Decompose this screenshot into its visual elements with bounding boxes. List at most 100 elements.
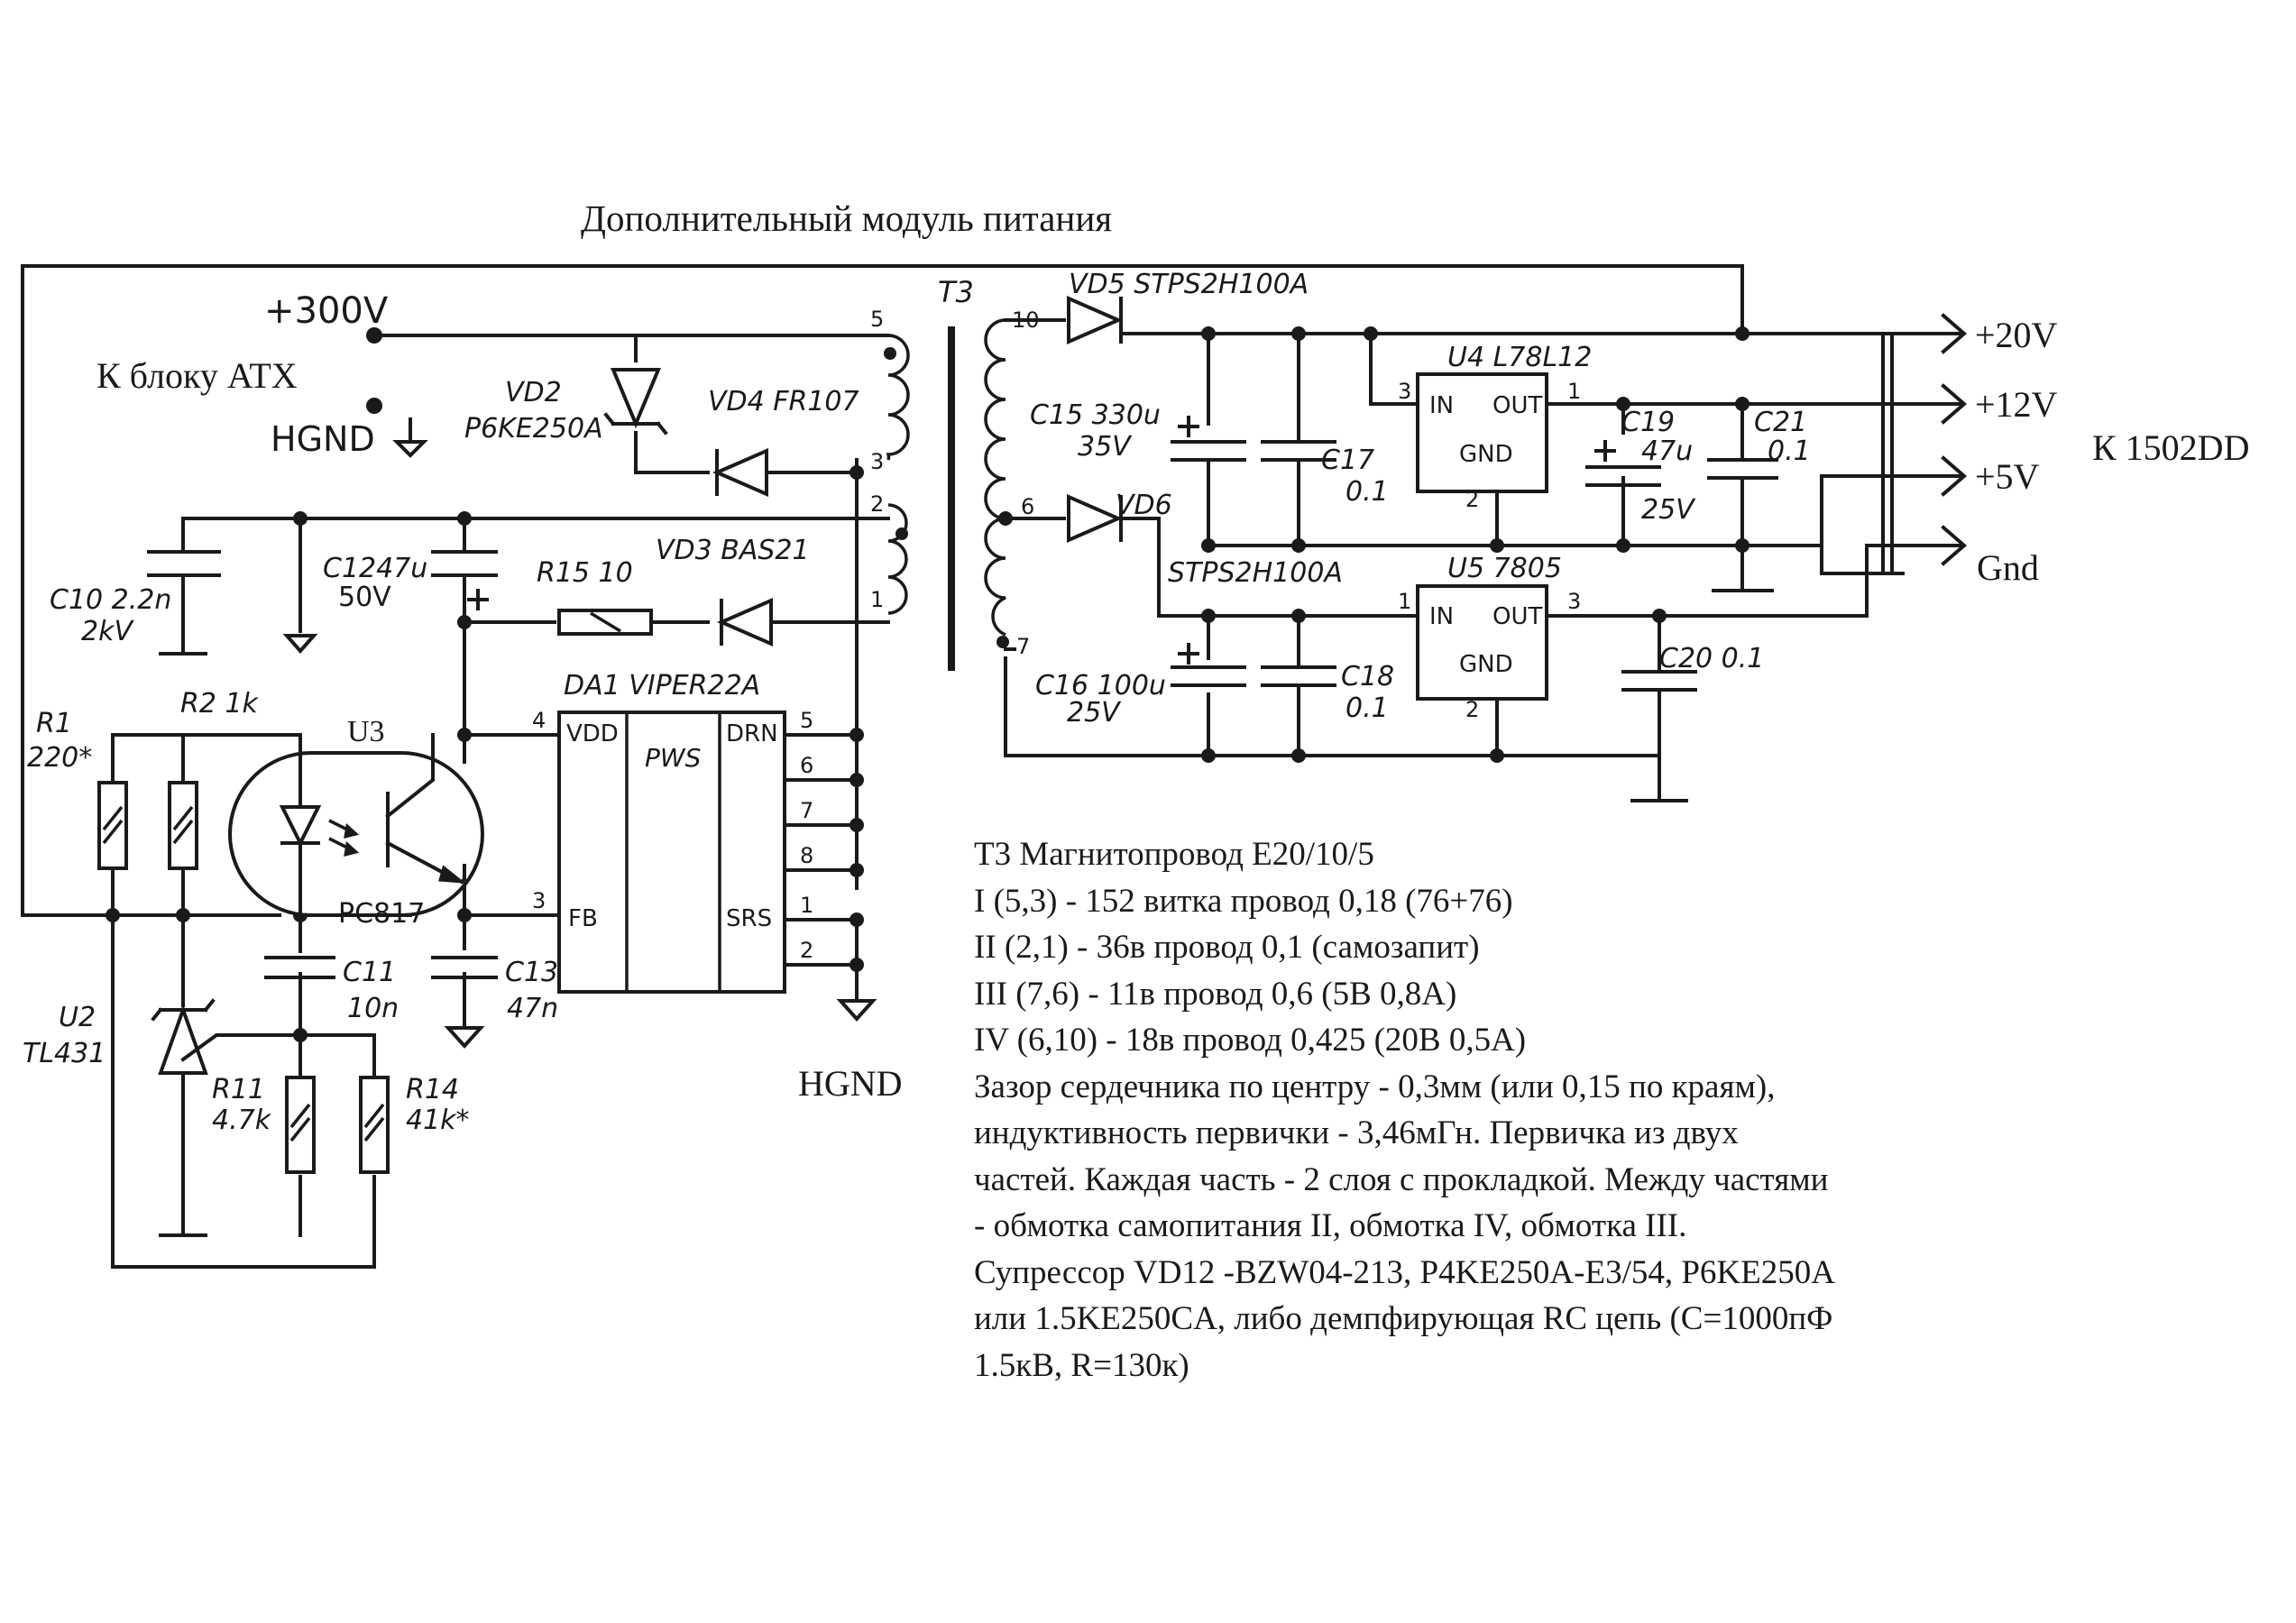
capacitor-c18 [1261,665,1336,687]
resistor-r14 [359,1076,390,1174]
svg-text:4: 4 [532,708,546,733]
label-plus300v: +300V [264,290,389,332]
svg-text:3: 3 [1567,589,1581,614]
capacitor-c16 [1171,643,1246,687]
label-vd3: VD3 BAS21 [656,535,810,566]
label-t3: T3 [938,275,974,309]
label-gnd: Gnd [1977,547,2039,588]
note-line: или 1.5KE250CA, либо демпфирующая RC цеп… [974,1300,1833,1337]
diode-vd4 [712,447,768,498]
shunt-regulator-u2 [151,998,302,1237]
label-c16-voltage: 25V [1067,697,1122,729]
capacitor-c10 [147,550,221,577]
diode-vd6 [1067,493,1124,544]
label-pc817: PC817 [338,898,425,930]
note-line: 1.5кВ, R=130к) [974,1346,1189,1384]
label-u4-in: IN [1429,392,1454,419]
diagram-title: Дополнительный модуль питания [581,197,1113,239]
label-r11-value: 4.7k [212,1105,272,1136]
label-vd6-name: VD6 [1116,490,1172,521]
label-u2-type: TL431 [23,1038,106,1069]
resistor-r2 [168,781,198,870]
capacitor-c20 [1621,670,1697,692]
svg-text:2: 2 [1465,487,1479,512]
label-c18-value: 0.1 [1345,692,1389,724]
label-c19-name: C19 [1621,407,1675,438]
note-line: T3 Магнитопровод E20/10/5 [974,836,1374,873]
svg-text:1: 1 [1398,589,1411,614]
label-u5-gnd: GND [1459,651,1513,678]
label-c10-value: C10 2.2n [50,584,171,616]
svg-text:7: 7 [800,798,813,823]
label-u5-out: OUT [1492,603,1542,630]
svg-text:2: 2 [1465,697,1479,722]
label-c21-value: 0.1 [1768,436,1811,467]
note-line: Супрессор VD12 -BZW04-213, P4KE250A-E3/5… [974,1253,1835,1291]
winding-notes: T3 Магнитопровод E20/10/5 I (5,3) - 152 … [974,831,2282,1389]
label-plus12v: +12V [1975,384,2058,425]
label-r2: R2 1k [180,688,260,720]
label-c12-value: C1247u [323,553,427,584]
label-c13-value: 47n [507,993,558,1024]
label-vd4: VD4 FR107 [708,386,859,417]
label-vd2-type: P6KE250A [464,413,603,445]
label-c17-name: C17 [1321,445,1374,476]
label-c16-value: C16 100u [1035,670,1166,701]
label-u2-name: U2 [59,1002,96,1033]
label-r1-value: 220* [27,742,92,774]
resistor-r11 [285,1076,316,1174]
note-line: IV (6,10) - 18в провод 0,425 (20В 0,5А) [974,1022,1527,1059]
label-vd6-type: STPS2H100A [1168,557,1343,589]
svg-text:8: 8 [800,843,813,868]
label-da1-vdd: VDD [566,720,619,747]
capacitor-c11 [264,956,335,979]
note-line: III (7,6) - 11в провод 0,6 (5В 0,8А) [974,975,1457,1013]
pin-numbers: 5 3 2 1 10 6 7 3 1 2 1 3 2 4 5 6 7 8 3 1… [532,307,1581,963]
label-c17-value: 0.1 [1345,476,1389,508]
label-u3: U3 [347,715,385,748]
label-hgnd-bottom: HGND [798,1063,903,1104]
label-r14-value: 41k* [406,1105,470,1136]
label-c11-value: 10n [347,993,399,1024]
label-c19-value: 47u [1641,436,1693,467]
label-u4: U4 L78L12 [1447,342,1592,373]
svg-text:5: 5 [870,307,884,332]
label-c15-voltage: 35V [1078,431,1133,463]
note-line: I (5,3) - 152 витка провод 0,18 (76+76) [974,882,1513,920]
regulator-u4 [1416,372,1548,493]
note-line: - обмотка самопитания II, обмотка IV, об… [974,1207,1687,1244]
svg-text:6: 6 [800,753,813,778]
label-to-1502dd: К 1502DD [2092,427,2249,468]
svg-text:1: 1 [870,587,884,612]
label-vd2-name: VD2 [505,377,562,408]
label-plus20v: +20V [1975,315,2058,355]
label-r1-name: R1 [36,708,72,739]
label-r14-name: R14 [406,1074,459,1105]
diode-vd5 [1067,295,1124,345]
label-hgnd: HGND [271,419,375,459]
output-arrows [1901,313,1968,566]
svg-text:3: 3 [532,888,546,913]
label-plus5v: +5V [1975,456,2040,497]
regulator-u5 [1416,584,1548,701]
label-r11-name: R11 [212,1074,265,1105]
label-vd5: VD5 STPS2H100A [1069,269,1309,300]
capacitor-c17 [1261,440,1336,462]
svg-text:3: 3 [870,449,884,474]
svg-text:6: 6 [1021,494,1034,519]
label-da1-srs: SRS [726,905,772,932]
svg-text:3: 3 [1398,379,1411,404]
capacitor-c12 [431,550,498,610]
label-u4-gnd: GND [1459,441,1513,468]
capacitor-c21 [1707,458,1778,480]
svg-text:2: 2 [800,938,813,963]
svg-text:2: 2 [870,491,884,517]
label-c18-name: C18 [1341,661,1394,692]
ground-symbols [159,417,1774,1237]
note-line: индуктивность первички - 3,46мГн. Первич… [974,1114,1739,1151]
resistor-r15 [557,609,653,636]
note-line: частей. Каждая часть - 2 слоя с прокладк… [974,1160,1829,1198]
label-c13-name: C13 [505,957,558,988]
label-u5-in: IN [1429,603,1454,630]
optocoupler-u3 [228,733,484,917]
